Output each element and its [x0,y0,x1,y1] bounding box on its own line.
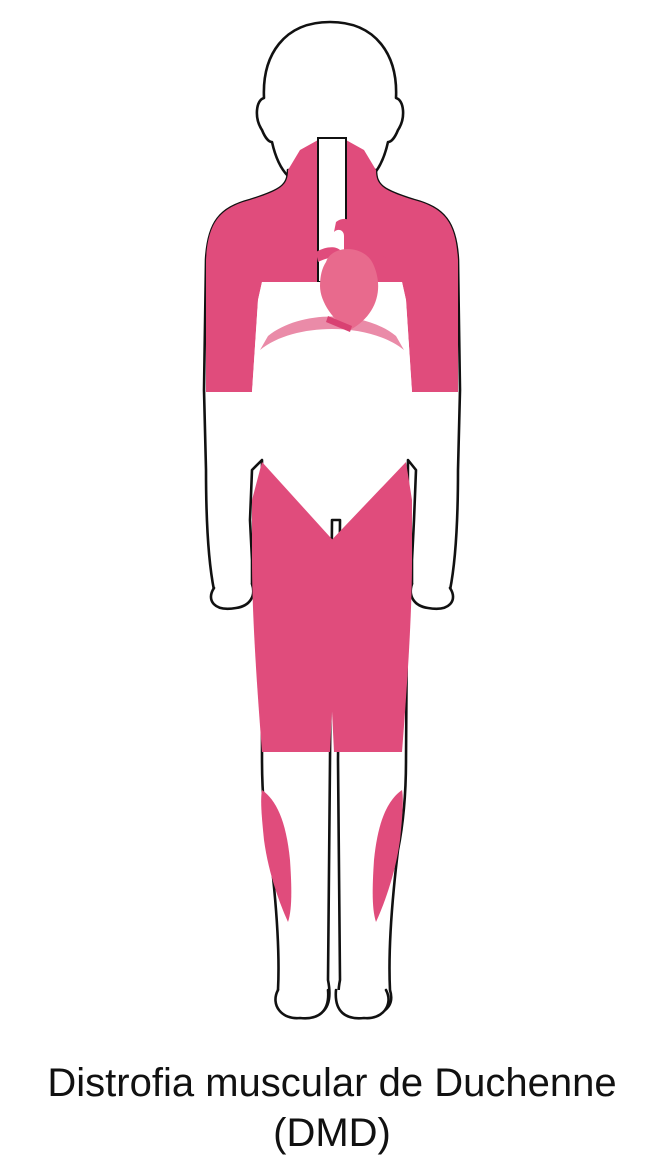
right-hand-outline [411,584,453,609]
left-foot-outline [275,990,328,1018]
diagram-caption: Distrofia muscular de Duchenne (DMD) [0,1058,664,1158]
caption-line-2: (DMD) [0,1108,664,1158]
body-diagram [0,0,664,1030]
caption-line-1: Distrofia muscular de Duchenne [0,1058,664,1108]
left-hand-outline [211,584,253,609]
right-foot-outline [336,990,389,1018]
